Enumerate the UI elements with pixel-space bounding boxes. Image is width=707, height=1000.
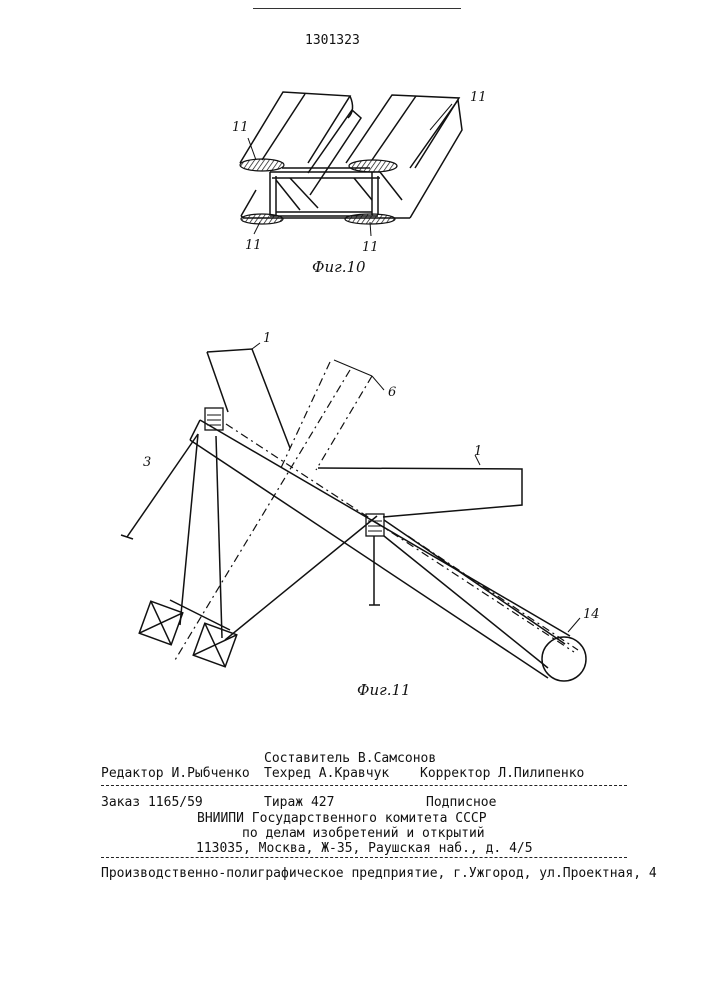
fig11-label-1-right: 1	[474, 444, 482, 459]
fig11-caption: Фиг.11	[357, 681, 411, 699]
imprint-rule-2	[101, 857, 627, 858]
editor-line: Редактор И.Рыбченко	[101, 766, 250, 781]
subscription-line: Подписное	[426, 795, 496, 810]
techred-line: Техред А.Кравчук	[264, 766, 389, 781]
fig11-label-1-top: 1	[263, 331, 271, 346]
org-line-1: ВНИИПИ Государственного комитета СССР	[197, 811, 487, 826]
fig11-label-6: 6	[388, 385, 396, 400]
org-address-line: 113035, Москва, Ж-35, Раушская наб., д. …	[196, 841, 533, 856]
org-line-2: по делам изобретений и открытий	[242, 826, 485, 841]
fig11-label-3: 3	[143, 455, 151, 470]
fig11-label-14: 14	[583, 607, 600, 622]
compiler-line: Составитель В.Самсонов	[264, 751, 436, 766]
circulation-line: Тираж 427	[264, 795, 334, 810]
order-line: Заказ 1165/59	[101, 795, 203, 810]
corrector-line: Корректор Л.Пилипенко	[420, 766, 584, 781]
printer-line: Производственно-полиграфическое предприя…	[101, 866, 657, 881]
imprint-rule-1	[101, 785, 627, 786]
